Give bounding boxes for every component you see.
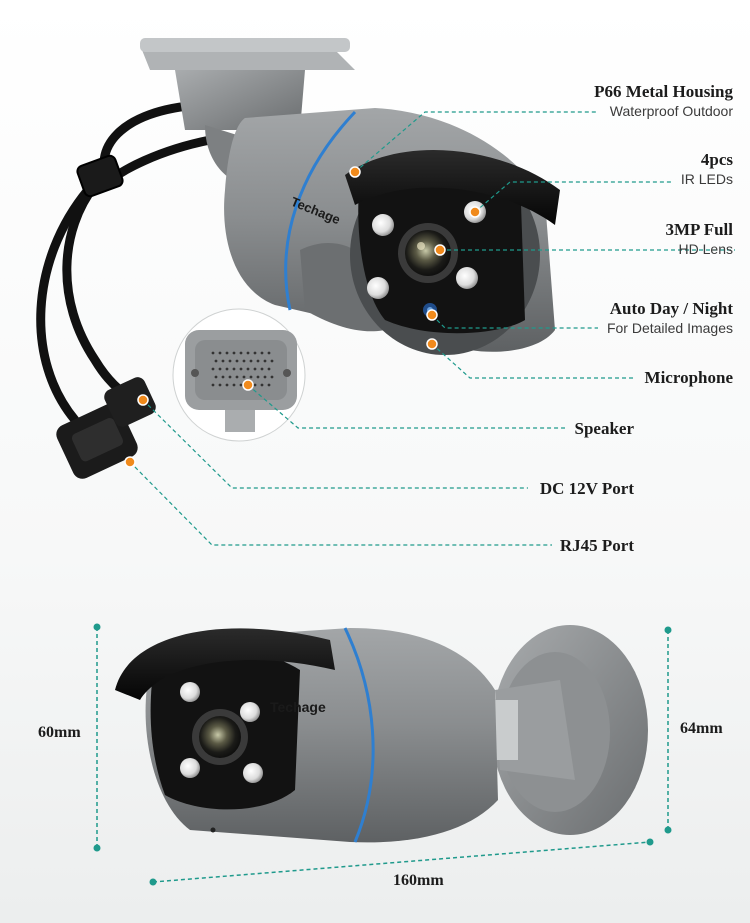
callout-ir-leds: 4pcs IR LEDs [681, 150, 733, 187]
dimension-lines [96, 627, 669, 883]
callout-title: Auto Day / Night [609, 299, 733, 318]
callout-dot [426, 338, 438, 350]
leader-line [354, 111, 598, 173]
ir-leds-bottom [180, 682, 263, 783]
leader-lines [129, 111, 735, 546]
callout-dot [124, 456, 136, 468]
callout-subtitle: Waterproof Outdoor [609, 102, 733, 119]
side-mount [488, 625, 648, 835]
callout-title: Microphone [644, 368, 733, 387]
callout-subtitle: HD Lens [678, 240, 733, 257]
dimension-endpoints [93, 623, 672, 886]
callout-title: DC 12V Port [539, 479, 634, 498]
callout-dc-port: DC 12V Port [540, 479, 634, 499]
lens-bottom [192, 709, 248, 765]
camera-body: Techage [224, 108, 560, 355]
dc-connector [104, 377, 156, 427]
callout-day-night: Auto Day / Night For Detailed Images [607, 299, 733, 336]
callout-subtitle: For Detailed Images [606, 319, 733, 336]
callout-title: Speaker [574, 419, 635, 438]
callout-title: 4pcs [700, 150, 733, 169]
dimension-right-height: 64mm [680, 720, 723, 737]
callout-microphone: Microphone [645, 368, 733, 388]
callout-dots [124, 166, 481, 468]
callout-dot [426, 309, 438, 321]
callout-title: P66 Metal Housing [594, 82, 733, 101]
dimension-left-height: 60mm [38, 724, 81, 741]
callout-subtitle: IR LEDs [680, 170, 733, 187]
lens-top [398, 223, 458, 283]
callout-title: 3MP Full [665, 220, 733, 239]
leader-line [474, 181, 672, 213]
leader-line [431, 343, 635, 379]
speaker-inset [172, 308, 306, 442]
callout-dot [469, 206, 481, 218]
leader-line [431, 314, 598, 329]
cables [36, 100, 215, 425]
bottom-camera: Techage [115, 625, 648, 843]
dimension-length: 160mm [393, 872, 444, 889]
brand-logo-bottom: Techage [270, 699, 326, 715]
callout-housing: P66 Metal Housing Waterproof Outdoor [594, 82, 733, 119]
callout-dot [434, 244, 446, 256]
leader-line [142, 399, 528, 489]
callout-rj45-port: RJ45 Port [560, 536, 634, 556]
top-camera: Techage [36, 38, 560, 479]
callout-dot [242, 379, 254, 391]
callout-speaker: Speaker [575, 419, 635, 439]
callout-lens: 3MP Full HD Lens [665, 220, 733, 257]
callout-dot [137, 394, 149, 406]
leader-line [247, 384, 565, 429]
callout-title: RJ45 Port [559, 536, 634, 555]
callout-dot [349, 166, 361, 178]
leader-line [129, 461, 552, 546]
